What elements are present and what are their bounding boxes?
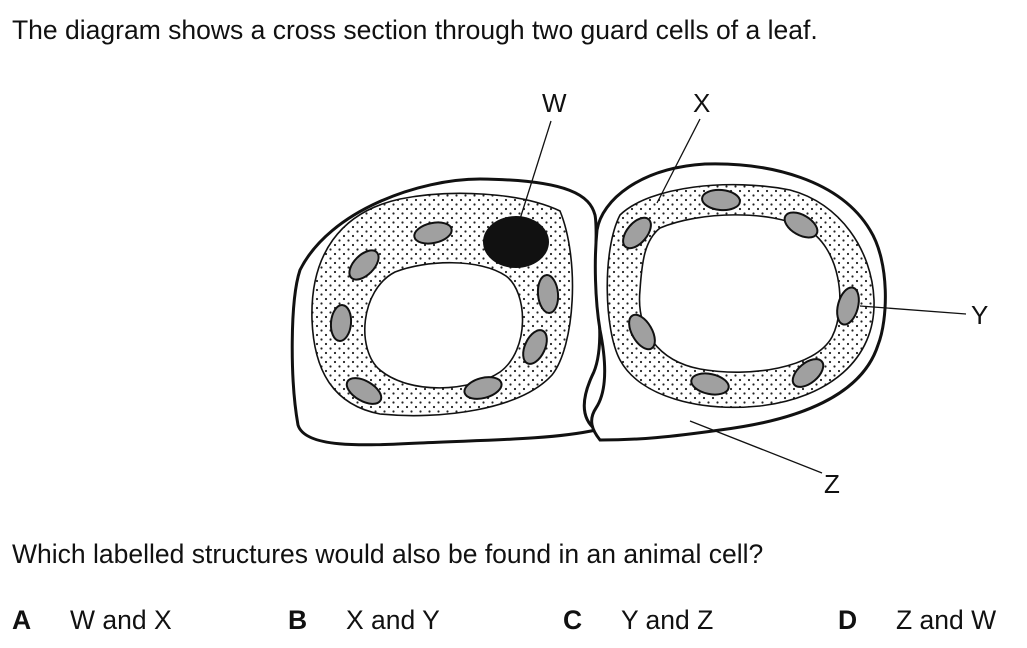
option-text: Z and W — [896, 605, 997, 635]
option-text: Y and Z — [621, 605, 714, 635]
option-a[interactable]: A W and X — [12, 605, 172, 636]
chloroplast — [622, 216, 652, 250]
label-y: Y — [971, 300, 988, 330]
leader-line-w — [519, 120, 552, 220]
chloroplast — [413, 221, 453, 245]
option-letter: B — [288, 605, 308, 635]
chloroplast — [783, 211, 819, 239]
nucleus — [483, 216, 549, 268]
option-letter: D — [838, 605, 858, 635]
chloroplast — [522, 329, 548, 365]
chloroplast — [536, 274, 560, 314]
right-guard-cell — [590, 162, 887, 442]
chloroplast — [690, 372, 730, 396]
intro-text: The diagram shows a cross section throug… — [12, 15, 818, 45]
chloroplast — [791, 358, 825, 388]
chloroplast — [701, 188, 741, 212]
option-d[interactable]: D Z and W — [838, 605, 996, 636]
left-guard-cell — [290, 177, 602, 447]
chloroplast — [345, 377, 383, 405]
leader-line-x — [656, 118, 701, 204]
option-c[interactable]: C Y and Z — [563, 605, 713, 636]
chloroplast — [329, 304, 353, 342]
option-letter: C — [563, 605, 583, 635]
option-letter: A — [12, 605, 32, 635]
right-vacuole — [638, 214, 841, 373]
label-w: W — [542, 88, 567, 118]
chloroplast — [348, 249, 380, 281]
chloroplast — [628, 313, 656, 351]
chloroplast — [836, 286, 860, 326]
label-x: X — [693, 88, 710, 118]
leader-line-z — [689, 420, 823, 474]
leader-line-y — [859, 305, 967, 315]
question-text: Which labelled structures would also be … — [12, 539, 764, 569]
option-text: X and Y — [346, 605, 440, 635]
option-b[interactable]: B X and Y — [288, 605, 440, 636]
left-vacuole — [364, 261, 524, 389]
chloroplast — [463, 376, 503, 400]
label-z: Z — [824, 469, 840, 499]
option-text: W and X — [70, 605, 172, 635]
